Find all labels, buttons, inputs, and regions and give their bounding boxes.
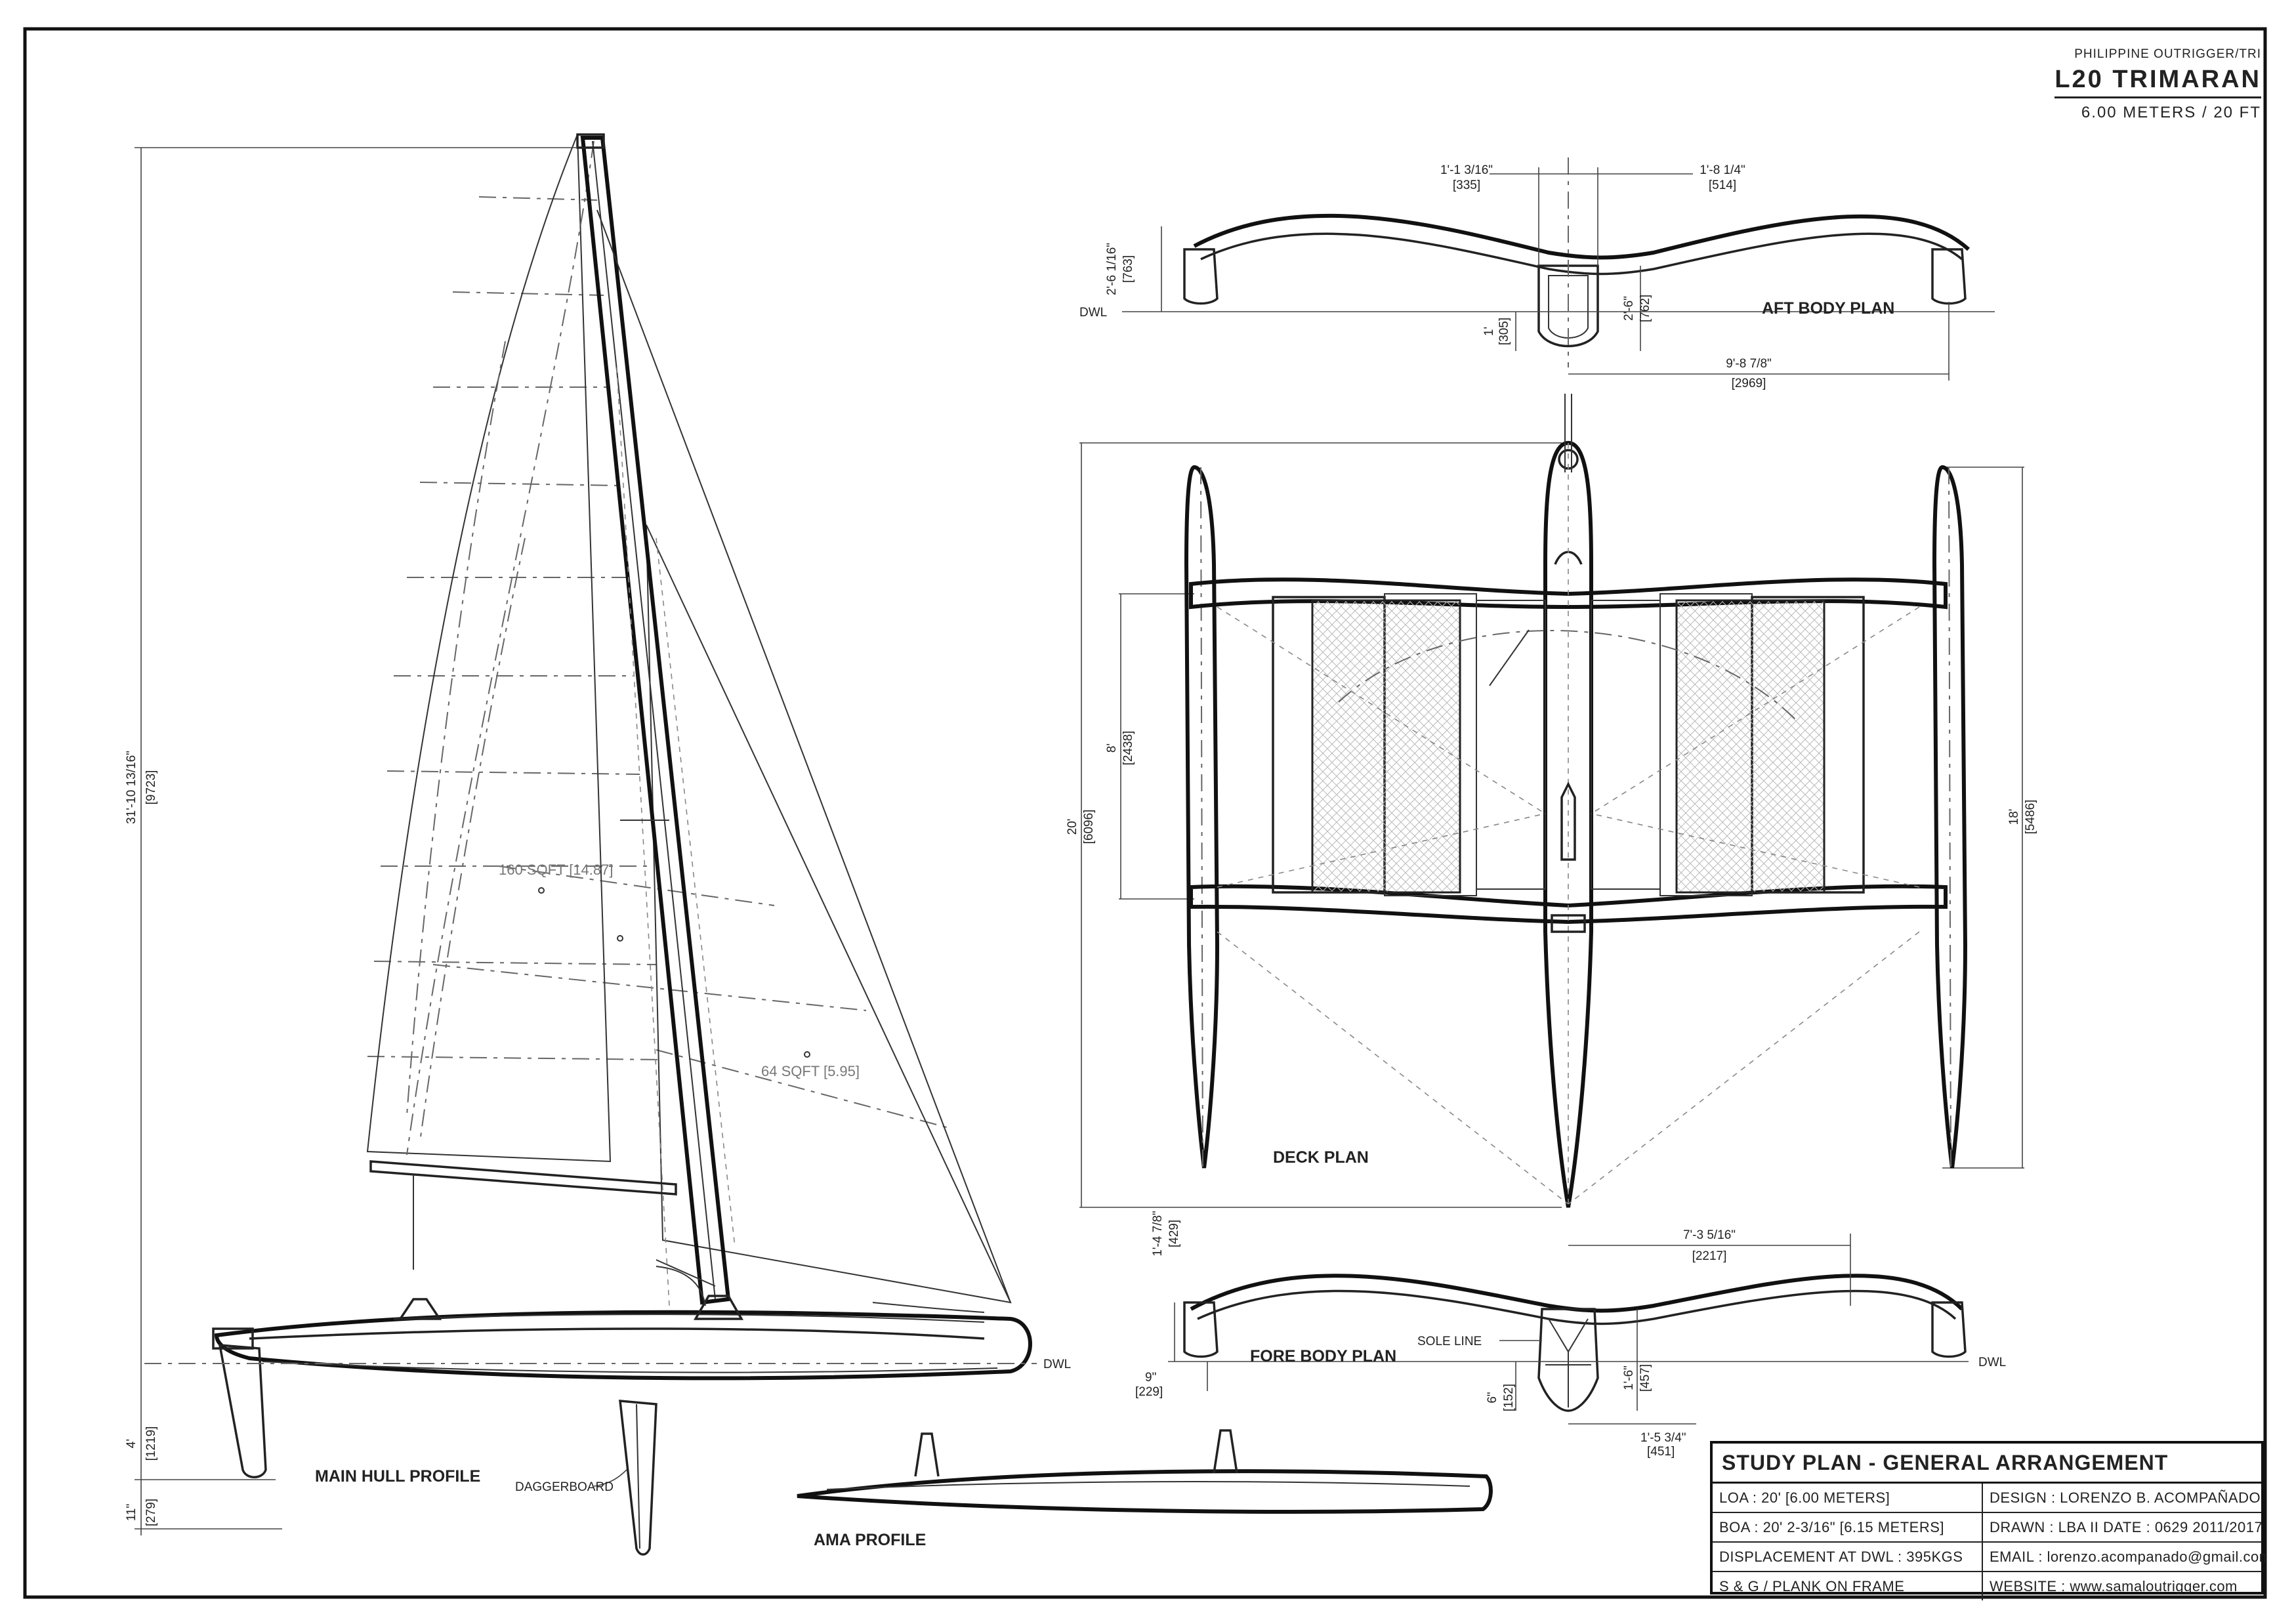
dim-freeboard: 11": [125, 1504, 138, 1521]
dim-aft-depth-mm: [762]: [1638, 295, 1652, 322]
dim-freeboard-mm: [279]: [144, 1499, 158, 1526]
dim-aft-w1-mm: [335]: [1453, 178, 1480, 192]
spec-design: DESIGN : LORENZO B. ACOMPAÑADO II: [1990, 1489, 2265, 1506]
title-block-row: LOA : 20' [6.00 METERS] DESIGN : LORENZO…: [1713, 1484, 2265, 1513]
deck-plan-title: DECK PLAN: [1273, 1148, 1369, 1167]
main-dwl-label: DWL: [1043, 1358, 1071, 1371]
aft-dwl-label: DWL: [1079, 306, 1107, 320]
deck-plan-view: 20' [6096] 8' [2438] 18' [5486]: [1066, 394, 2037, 1208]
dim-aft-w2: 1'-8 1/4": [1700, 163, 1745, 177]
drawing-header: PHILIPPINE OUTRIGGER/TRI L20 TRIMARAN 6.…: [2054, 47, 2261, 122]
dim-mast-height: 31'-10 13/16": [125, 751, 138, 824]
spec-loa: LOA : 20' [6.00 METERS]: [1713, 1484, 1983, 1512]
dim-fore-span-mm: [2217]: [1692, 1249, 1727, 1263]
ama-profile-title: AMA PROFILE: [814, 1531, 926, 1549]
dim-fore-h-mm: [429]: [1167, 1220, 1181, 1247]
dim-aft-draft: 1': [1482, 327, 1496, 336]
spec-drawn-date: DRAWN : LBA II DATE : 0629 2011/2017: [1990, 1518, 2263, 1535]
dim-fore-draft-mm: [152]: [1502, 1384, 1516, 1411]
dim-aft-span: 9'-8 7/8": [1726, 357, 1772, 371]
dim-deck-beam-mm: [2438]: [1121, 731, 1135, 766]
dim-rudder-depth: 4': [125, 1439, 138, 1448]
title-block-row: DISPLACEMENT AT DWL : 395KGS EMAIL : lor…: [1713, 1543, 2265, 1572]
title-block-row: BOA : 20' 2-3/16" [6.15 METERS] DRAWN : …: [1713, 1513, 2263, 1543]
dim-deck-len-mm: [6096]: [1082, 810, 1096, 844]
dim-aft-draft-mm: [305]: [1497, 318, 1511, 345]
dim-aft-h: 2'-6 1/16": [1105, 243, 1119, 295]
main-hull-profile-view: DWL 160 SQFT [14.87] 64 SQFT [5.95] 31'-…: [125, 133, 1071, 1556]
dim-fore-h: 1'-4 7/8": [1151, 1211, 1165, 1257]
fore-body-plan-view: DWL SOLE LINE 7'-3 5/16" [2217] 1'-4 7/8…: [1135, 1211, 2006, 1459]
title-block-row: S & G / PLANK ON FRAME WEBSITE : www.sam…: [1713, 1572, 2261, 1600]
dim-fore-ama-draft: 9": [1145, 1371, 1156, 1385]
sheet-border: [23, 27, 2267, 1599]
dim-ama-len: 18': [2007, 809, 2021, 825]
header-size: 6.00 METERS / 20 FT: [2081, 104, 2261, 121]
dim-deck-beam: 8': [1105, 743, 1119, 753]
jib-sail-area-label: 64 SQFT [5.95]: [761, 1063, 860, 1079]
aft-body-plan-view: DWL 1'-1 3/16" [335] 1'-8 1/4" [514] 2'-…: [1079, 157, 1995, 390]
dim-aft-depth: 2'-6": [1622, 296, 1636, 321]
spec-boa: BOA : 20' 2-3/16" [6.15 METERS]: [1713, 1513, 1983, 1541]
dim-deck-len: 20': [1066, 819, 1079, 835]
dim-fore-w: 1'-5 3/4": [1640, 1431, 1686, 1445]
daggerboard-label: DAGGERBOARD: [515, 1480, 614, 1494]
dim-fore-depth-mm: [457]: [1638, 1364, 1652, 1392]
spec-website: WEBSITE : www.samaloutrigger.com: [1990, 1577, 2238, 1594]
dim-ama-len-mm: [5486]: [2024, 800, 2037, 835]
dim-aft-w1: 1'-1 3/16": [1440, 163, 1493, 177]
title-block: STUDY PLAN - GENERAL ARRANGEMENT LOA : 2…: [1710, 1441, 2265, 1600]
dim-aft-w2-mm: [514]: [1709, 178, 1736, 192]
header-subtitle: PHILIPPINE OUTRIGGER/TRI: [2074, 47, 2261, 61]
dim-rudder-depth-mm: [1219]: [144, 1426, 158, 1461]
spec-displacement: DISPLACEMENT AT DWL : 395KGS: [1713, 1543, 1983, 1571]
header-title: L20 TRIMARAN: [2054, 66, 2261, 98]
main-hull-profile-title: MAIN HULL PROFILE: [315, 1467, 480, 1486]
dim-fore-depth: 1'-6": [1622, 1365, 1636, 1390]
dim-mast-height-mm: [9723]: [144, 770, 158, 805]
dim-aft-h-mm: [763]: [1121, 255, 1135, 283]
title-block-heading: STUDY PLAN - GENERAL ARRANGEMENT: [1713, 1444, 2261, 1484]
dim-fore-ama-draft-mm: [229]: [1135, 1385, 1163, 1399]
dim-aft-span-mm: [2969]: [1732, 377, 1766, 390]
fore-dwl-label: DWL: [1978, 1356, 2006, 1369]
dim-fore-draft: 6": [1486, 1392, 1499, 1403]
main-sail-area-label: 160 SQFT [14.87]: [499, 862, 613, 878]
dim-fore-span: 7'-3 5/16": [1683, 1228, 1736, 1242]
spec-construction: S & G / PLANK ON FRAME: [1713, 1572, 1983, 1600]
sole-line-label: SOLE LINE: [1417, 1335, 1482, 1348]
spec-email: EMAIL : lorenzo.acompanado@gmail.com: [1990, 1548, 2265, 1565]
dim-fore-w-mm: [451]: [1647, 1445, 1675, 1459]
ama-profile-view: AMA PROFILE: [797, 1429, 1493, 1549]
fore-body-plan-title: FORE BODY PLAN: [1250, 1347, 1396, 1365]
aft-body-plan-title: AFT BODY PLAN: [1762, 299, 1894, 318]
